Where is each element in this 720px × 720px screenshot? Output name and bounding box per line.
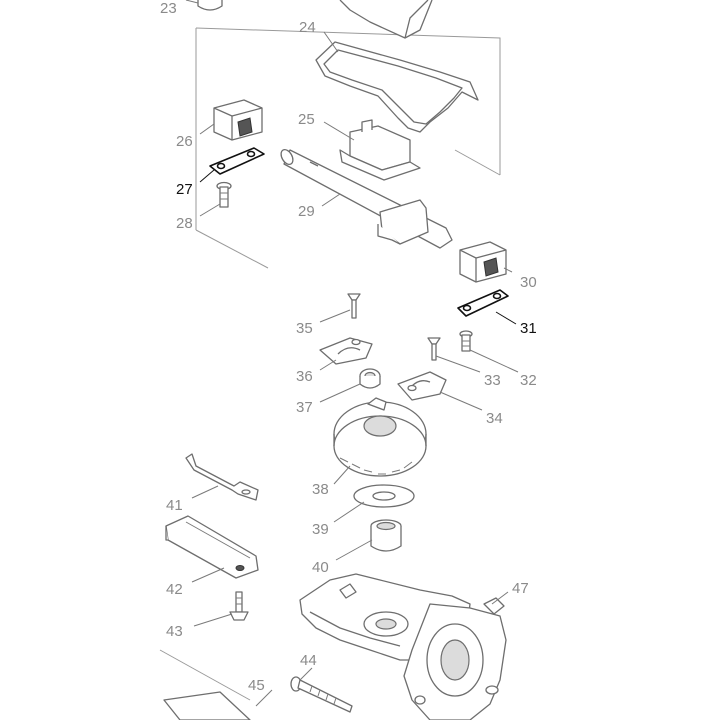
part-27-plate bbox=[209, 147, 265, 175]
part-43-screw bbox=[229, 591, 249, 621]
label-34: 34 bbox=[486, 410, 503, 427]
part-29-shaft bbox=[280, 148, 453, 249]
part-24-housing-top bbox=[339, 0, 433, 39]
label-43: 43 bbox=[166, 623, 183, 640]
label-25: 25 bbox=[298, 111, 315, 128]
part-47-gear-housing bbox=[299, 573, 507, 720]
label-31: 31 bbox=[520, 320, 537, 337]
label-30: 30 bbox=[520, 274, 537, 291]
part-33-screw bbox=[427, 337, 441, 361]
label-42: 42 bbox=[166, 581, 183, 598]
part-40-bushing bbox=[370, 519, 402, 552]
part-31-plate bbox=[457, 289, 509, 317]
part-30-block bbox=[459, 241, 507, 283]
part-36-clamp-plate bbox=[319, 337, 373, 365]
label-47: 47 bbox=[512, 580, 529, 597]
part-38-gear bbox=[333, 397, 427, 477]
label-32: 32 bbox=[520, 372, 537, 389]
part-37-bearing bbox=[359, 368, 381, 389]
label-36: 36 bbox=[296, 368, 313, 385]
label-38: 38 bbox=[312, 481, 329, 498]
part-32-screw bbox=[459, 330, 473, 352]
label-40: 40 bbox=[312, 559, 329, 576]
label-23: 23 bbox=[160, 0, 177, 17]
part-24-gasket bbox=[315, 41, 479, 133]
part-34-clamp-plate bbox=[397, 371, 447, 401]
label-41: 41 bbox=[166, 497, 183, 514]
part-labels: 23 24 25 26 27 28 29 30 31 32 33 34 35 3… bbox=[160, 0, 537, 694]
label-39: 39 bbox=[312, 521, 329, 538]
label-29: 29 bbox=[298, 203, 315, 220]
part-41-bracket bbox=[185, 453, 259, 501]
label-28: 28 bbox=[176, 215, 193, 232]
label-35: 35 bbox=[296, 320, 313, 337]
label-26: 26 bbox=[176, 133, 193, 150]
part-25-bracket bbox=[339, 119, 421, 181]
label-27: 27 bbox=[176, 181, 193, 198]
part-35-screw bbox=[347, 293, 361, 319]
part-23-fragment bbox=[197, 0, 223, 11]
label-37: 37 bbox=[296, 399, 313, 416]
label-45: 45 bbox=[248, 677, 265, 694]
label-33: 33 bbox=[484, 372, 501, 389]
label-44: 44 bbox=[300, 652, 317, 669]
assembly-frame bbox=[159, 27, 501, 701]
part-42-slider-plate bbox=[165, 515, 259, 579]
part-44-long-screw bbox=[290, 676, 353, 713]
part-26-block bbox=[213, 99, 263, 141]
part-39-washer bbox=[353, 484, 415, 508]
part-28-screw bbox=[216, 181, 232, 208]
label-24: 24 bbox=[299, 19, 316, 36]
leader-lines bbox=[185, 0, 519, 707]
part-45-plate bbox=[163, 691, 251, 720]
